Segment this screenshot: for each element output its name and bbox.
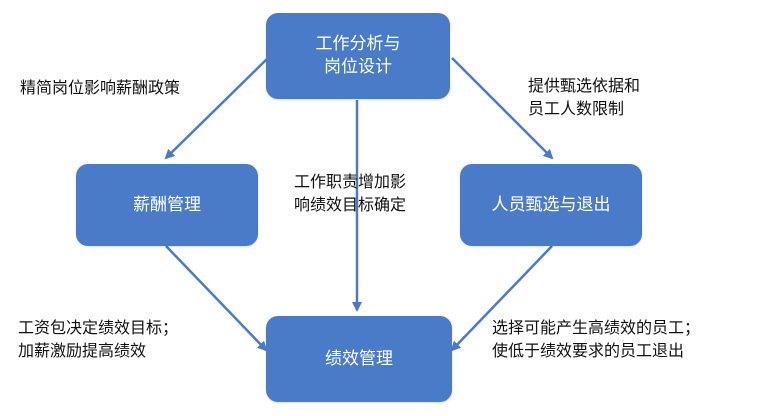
arrow-top-to-right bbox=[451, 57, 554, 160]
node-selection-exit: 人员甄选与退出 bbox=[460, 164, 642, 246]
arrow-top-to-left bbox=[164, 57, 269, 160]
label-bottom-left: 工资包决定绩效目标； 加薪激励提高绩效 bbox=[18, 318, 179, 361]
node-compensation: 薪酬管理 bbox=[76, 164, 258, 246]
arrow-left-to-bottom bbox=[165, 245, 268, 352]
arrow-right-to-bottom bbox=[450, 245, 553, 352]
label-top-left: 精简岗位影响薪酬政策 bbox=[20, 78, 181, 97]
node-job-analysis: 工作分析与 岗位设计 bbox=[266, 13, 450, 99]
label-top-right: 提供甄选依据和 员工人数限制 bbox=[528, 76, 641, 119]
node-performance: 绩效管理 bbox=[266, 316, 452, 402]
label-bottom-right: 选择可能产生高绩效的员工； 使低于绩效要求的员工退出 bbox=[492, 318, 701, 361]
label-center: 工作职责增加影 响绩效目标确定 bbox=[294, 172, 407, 215]
